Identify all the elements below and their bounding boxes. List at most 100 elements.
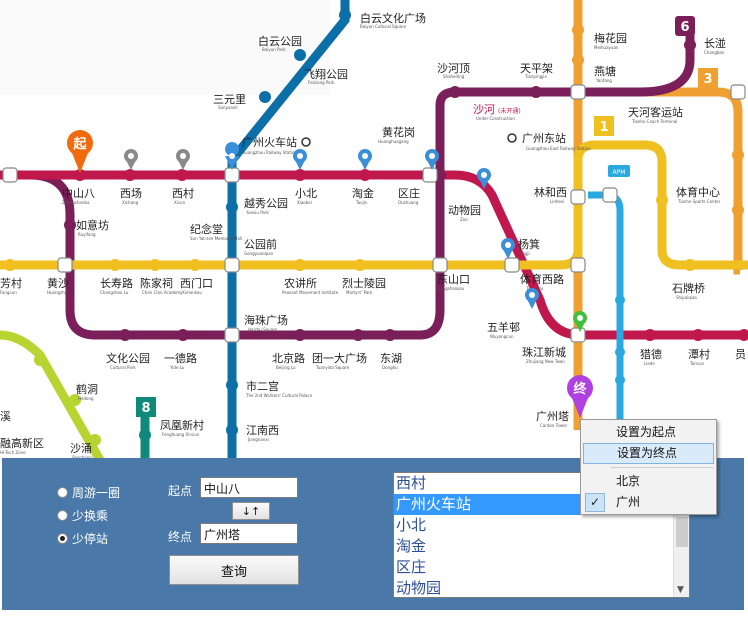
radio-icon[interactable] xyxy=(57,533,68,544)
radio-icon[interactable] xyxy=(57,487,68,498)
svg-text:(未开通): (未开通) xyxy=(498,107,521,115)
svg-text:Canton Tower: Canton Tower xyxy=(540,423,568,428)
apm-badge: APM xyxy=(608,165,630,177)
svg-text:Tianhe Coach Terminal: Tianhe Coach Terminal xyxy=(631,119,677,124)
station-label: 广州火车站 xyxy=(242,135,297,149)
svg-text:Yantang: Yantang xyxy=(595,78,612,83)
station-label: 燕塘 xyxy=(594,64,616,78)
svg-text:Baiyun Park: Baiyun Park xyxy=(262,47,286,52)
station-label: 纪念堂 xyxy=(190,222,223,236)
station-label: 北京路 xyxy=(272,351,305,365)
svg-text:Guangzhou Railway Station: Guangzhou Railway Station xyxy=(242,150,297,155)
station-label: 陈家祠 xyxy=(140,276,173,290)
svg-text:Tianpingjia: Tianpingjia xyxy=(524,74,547,79)
svg-text:Shaheding: Shaheding xyxy=(443,74,465,79)
line-6 xyxy=(0,35,695,340)
svg-text:Under Construction: Under Construction xyxy=(476,116,515,121)
mode-label: 周游一圈 xyxy=(72,486,121,500)
interchange-markers xyxy=(2,84,746,343)
svg-text:Martyrs' Park: Martyrs' Park xyxy=(346,290,373,295)
svg-text:Gongyuanqian: Gongyuanqian xyxy=(244,251,274,256)
station-label: 西村 xyxy=(172,186,194,200)
start-field[interactable]: 中山八 xyxy=(200,477,298,498)
station-label: 珠江新城 xyxy=(522,345,566,359)
list-item[interactable]: 淘金 xyxy=(396,537,427,555)
menu-separator xyxy=(611,467,714,468)
context-menu: 设置为起点 设置为终点 北京 ✓ 广州 xyxy=(580,419,717,515)
station-label: 东湖 xyxy=(380,352,402,365)
svg-text:Meihuayuan: Meihuayuan xyxy=(594,45,619,50)
station-label: 沙河顶 xyxy=(437,62,470,75)
station-label: 长湴 xyxy=(704,36,726,50)
end-pin[interactable]: 终 xyxy=(567,375,593,418)
station-label: 黄花岗 xyxy=(382,125,415,139)
metro-map[interactable]: 1 3 6 8 APM 白云文化广场 Baiyun Cultural Squ xyxy=(0,0,748,460)
query-button[interactable]: 查询 xyxy=(169,555,299,585)
station-label: 天河客运站 xyxy=(628,105,683,119)
station-label: 公园前 xyxy=(244,237,277,251)
station-label: 白云公园 xyxy=(258,34,302,48)
menu-set-end[interactable]: 设置为终点 xyxy=(583,443,714,464)
scroll-thumb[interactable] xyxy=(676,517,688,547)
station-label: 一德路 xyxy=(164,351,197,365)
station-label: 员 xyxy=(735,348,746,361)
station-label: 凤凰新村 xyxy=(160,418,204,432)
station-label: 江南西 xyxy=(246,424,279,437)
mode-fewer-transfers[interactable]: 少换乘 xyxy=(57,507,108,524)
svg-text:Tancun: Tancun xyxy=(689,361,705,366)
svg-text:Zhujiang New Town: Zhujiang New Town xyxy=(526,359,565,364)
svg-text:Sanyuanli: Sanyuanli xyxy=(218,105,238,110)
pin-icon xyxy=(525,288,539,309)
station-label: 体育西路 xyxy=(520,272,564,286)
station-label: 文化公园 xyxy=(106,351,150,365)
svg-text:Linhexi: Linhexi xyxy=(550,199,564,204)
svg-text:Fangcun: Fangcun xyxy=(0,290,17,295)
menu-city-guangzhou[interactable]: 广州 xyxy=(616,495,641,509)
station-label: 西场 xyxy=(120,186,142,200)
pin-icon xyxy=(501,238,515,259)
svg-text:Ximenkou: Ximenkou xyxy=(182,290,202,295)
svg-text:Huanghuagang: Huanghuagang xyxy=(378,139,409,144)
mode-label: 少换乘 xyxy=(72,509,109,523)
svg-text:Tuanyida Square: Tuanyida Square xyxy=(315,365,350,370)
svg-text:终: 终 xyxy=(573,381,587,397)
station-label: 鹤洞 xyxy=(76,382,98,396)
station-label: 梅花园 xyxy=(594,31,627,45)
list-item[interactable]: 小北 xyxy=(396,516,427,534)
svg-text:Liede: Liede xyxy=(644,361,655,366)
svg-text:The 2nd Workers' Cultural Pala: The 2nd Workers' Cultural Palace xyxy=(245,393,313,398)
mode-tour[interactable]: 周游一圈 xyxy=(57,484,120,501)
menu-set-start[interactable]: 设置为起点 xyxy=(616,425,677,439)
list-item[interactable]: 动物园 xyxy=(396,579,442,597)
line-5 xyxy=(0,170,748,340)
pin-icon xyxy=(293,149,307,170)
pin-icon xyxy=(358,149,372,170)
start-pin[interactable]: 起 xyxy=(67,130,93,173)
svg-text:Haizhu Square: Haizhu Square xyxy=(248,327,278,332)
menu-city-beijing[interactable]: 北京 xyxy=(616,474,641,488)
swap-button[interactable]: ↓↑ xyxy=(232,502,270,520)
end-field[interactable]: 广州塔 xyxy=(200,523,298,544)
svg-text:Wuyangcun: Wuyangcun xyxy=(490,334,514,339)
metro-map-canvas[interactable]: 1 3 6 8 APM 白云文化广场 Baiyun Cultural Squ xyxy=(0,0,748,460)
svg-text:APM: APM xyxy=(613,169,626,176)
svg-text:Beijing Lu: Beijing Lu xyxy=(276,365,296,370)
svg-text:Ruyifang: Ruyifang xyxy=(78,232,96,237)
station-label: 中山八 xyxy=(62,187,95,200)
line-8-badge: 8 xyxy=(136,397,156,417)
list-item[interactable]: 西村 xyxy=(396,474,427,492)
list-item[interactable]: 区庄 xyxy=(396,558,427,576)
svg-text:Peasant Movement Institute: Peasant Movement Institute xyxy=(282,290,339,295)
line-1-badge: 1 xyxy=(594,116,614,136)
start-label: 起点 xyxy=(168,484,193,498)
svg-text:Dongshankou: Dongshankou xyxy=(437,286,465,291)
radio-icon[interactable] xyxy=(57,510,68,521)
station-label: 市二宫 xyxy=(246,379,279,393)
mode-fewer-stops[interactable]: 少停站 xyxy=(57,530,108,547)
chevron-down-icon[interactable]: ▼ xyxy=(677,585,684,595)
svg-text:Guangzhou East Railway Station: Guangzhou East Railway Station xyxy=(526,146,591,151)
route-pins xyxy=(124,142,587,332)
svg-text:Yide Lu: Yide Lu xyxy=(169,365,185,370)
end-label: 终点 xyxy=(168,530,193,544)
